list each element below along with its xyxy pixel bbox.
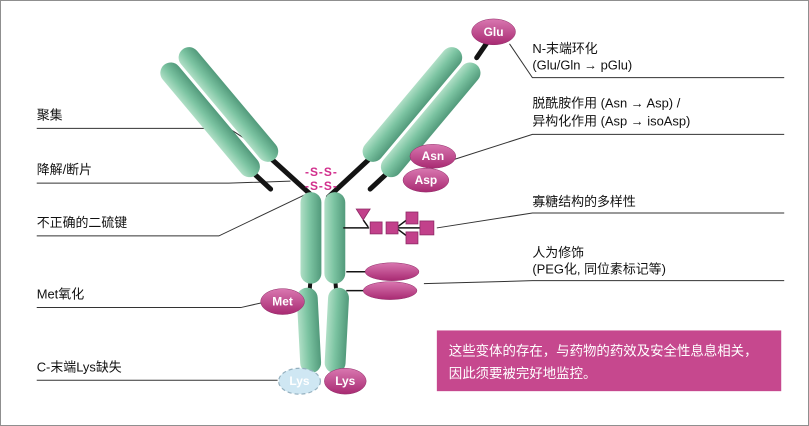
glycan-square-3 [405, 211, 419, 225]
stem-lower-left-domain [296, 287, 322, 374]
leader-met-oxidation [36, 302, 263, 309]
glycan-square-5 [419, 220, 435, 236]
hinge-stub-right-light [367, 172, 388, 192]
lys-lost-badge [277, 367, 321, 395]
right-arm-heavy-chain [362, 47, 463, 162]
glycan-square-4 [405, 231, 419, 245]
hinge-line-left-heavy [268, 155, 316, 200]
right-arm-light-chain [380, 62, 481, 178]
disulfide-bond-bottom-label: -S-S- [305, 179, 338, 193]
stem-lower-right-domain [324, 287, 349, 374]
left-arm-heavy-chain [178, 47, 279, 162]
label-n-terminal-cyclization: N-末端环化 [532, 41, 597, 56]
right-labels: N-末端环化 (Glu/Gln → pGlu) 脱酰胺作用 (Asn → Asp… [532, 41, 690, 277]
met-badge [260, 288, 305, 315]
asn-label: Asn [422, 149, 445, 163]
note-box: 这些变体的存在，与药物的药效及安全性息息相关， 因此须要被完好地监控。 [436, 330, 782, 392]
note-box-background [436, 330, 782, 392]
fc-stem [296, 192, 349, 374]
peg-ellipse-bottom [362, 281, 418, 300]
glu-badge [471, 18, 516, 46]
glycan-square-1 [369, 221, 383, 235]
glycan-square-2 [385, 221, 399, 235]
met-label: Met [272, 295, 293, 309]
hinge-line-right-heavy [325, 155, 373, 200]
antibody-structure: -S-S- -S-S- Glu Asn [160, 18, 516, 395]
note-line-2: 因此须要被完好地监控。 [449, 366, 597, 381]
hinge-stub-left-light [253, 172, 274, 192]
fucose-triangle [355, 208, 371, 221]
peg-modifications [346, 262, 420, 300]
asp-badge [402, 167, 450, 193]
left-arm-light-chain [160, 62, 260, 178]
left-labels: 聚集 降解/断片 不正确的二硫键 Met氧化 C-末端Lys缺失 [37, 107, 128, 374]
asp-label: Asp [415, 173, 438, 187]
label-n-terminal-cyclization-detail: (Glu/Gln → pGlu) [532, 58, 632, 73]
leader-n-terminal [509, 43, 785, 79]
lys-lost-label: Lys [289, 374, 309, 388]
label-isomerization: 异构化作用 (Asp → isoAsp) [532, 113, 690, 128]
lys-badge [324, 368, 367, 395]
disulfide-bond-top-label: -S-S- [305, 165, 338, 179]
label-incorrect-disulfide: 不正确的二硫键 [37, 215, 128, 230]
leader-fragmentation [36, 180, 291, 184]
stem-upper-right-domain [324, 192, 346, 284]
glycan-structure [343, 208, 435, 245]
leader-artificial [423, 280, 785, 285]
stem-upper-left-domain [300, 192, 322, 284]
lys-label: Lys [335, 374, 355, 388]
leader-glycan [436, 212, 785, 229]
label-fragmentation: 降解/断片 [37, 162, 92, 177]
leader-deamidation [454, 133, 785, 160]
right-fab-arm [362, 47, 481, 178]
label-met-oxidation: Met氧化 [37, 287, 84, 302]
leader-disulfide [36, 192, 309, 237]
leader-lines [36, 43, 785, 381]
label-artificial-modification-detail: (PEG化, 同位素标记等) [532, 262, 666, 277]
note-line-1: 这些变体的存在，与药物的药效及安全性息息相关， [449, 342, 758, 358]
asn-badge [409, 144, 457, 169]
peg-ellipse-top [364, 262, 420, 281]
label-aggregation: 聚集 [37, 107, 63, 122]
label-c-terminal-lys-loss: C-末端Lys缺失 [37, 359, 122, 374]
left-fab-arm [160, 47, 279, 178]
label-artificial-modification: 人为修饰 [532, 245, 584, 260]
residue-badges: Glu Asn Asp Met Lys Lys [260, 18, 516, 395]
glu-connector-line [474, 39, 491, 61]
label-deamidation: 脱酰胺作用 (Asn → Asp) / [532, 95, 680, 110]
fucose-link-line [362, 219, 369, 228]
label-glycan-diversity: 寡糖结构的多样性 [532, 194, 635, 209]
glu-label: Glu [484, 25, 504, 39]
